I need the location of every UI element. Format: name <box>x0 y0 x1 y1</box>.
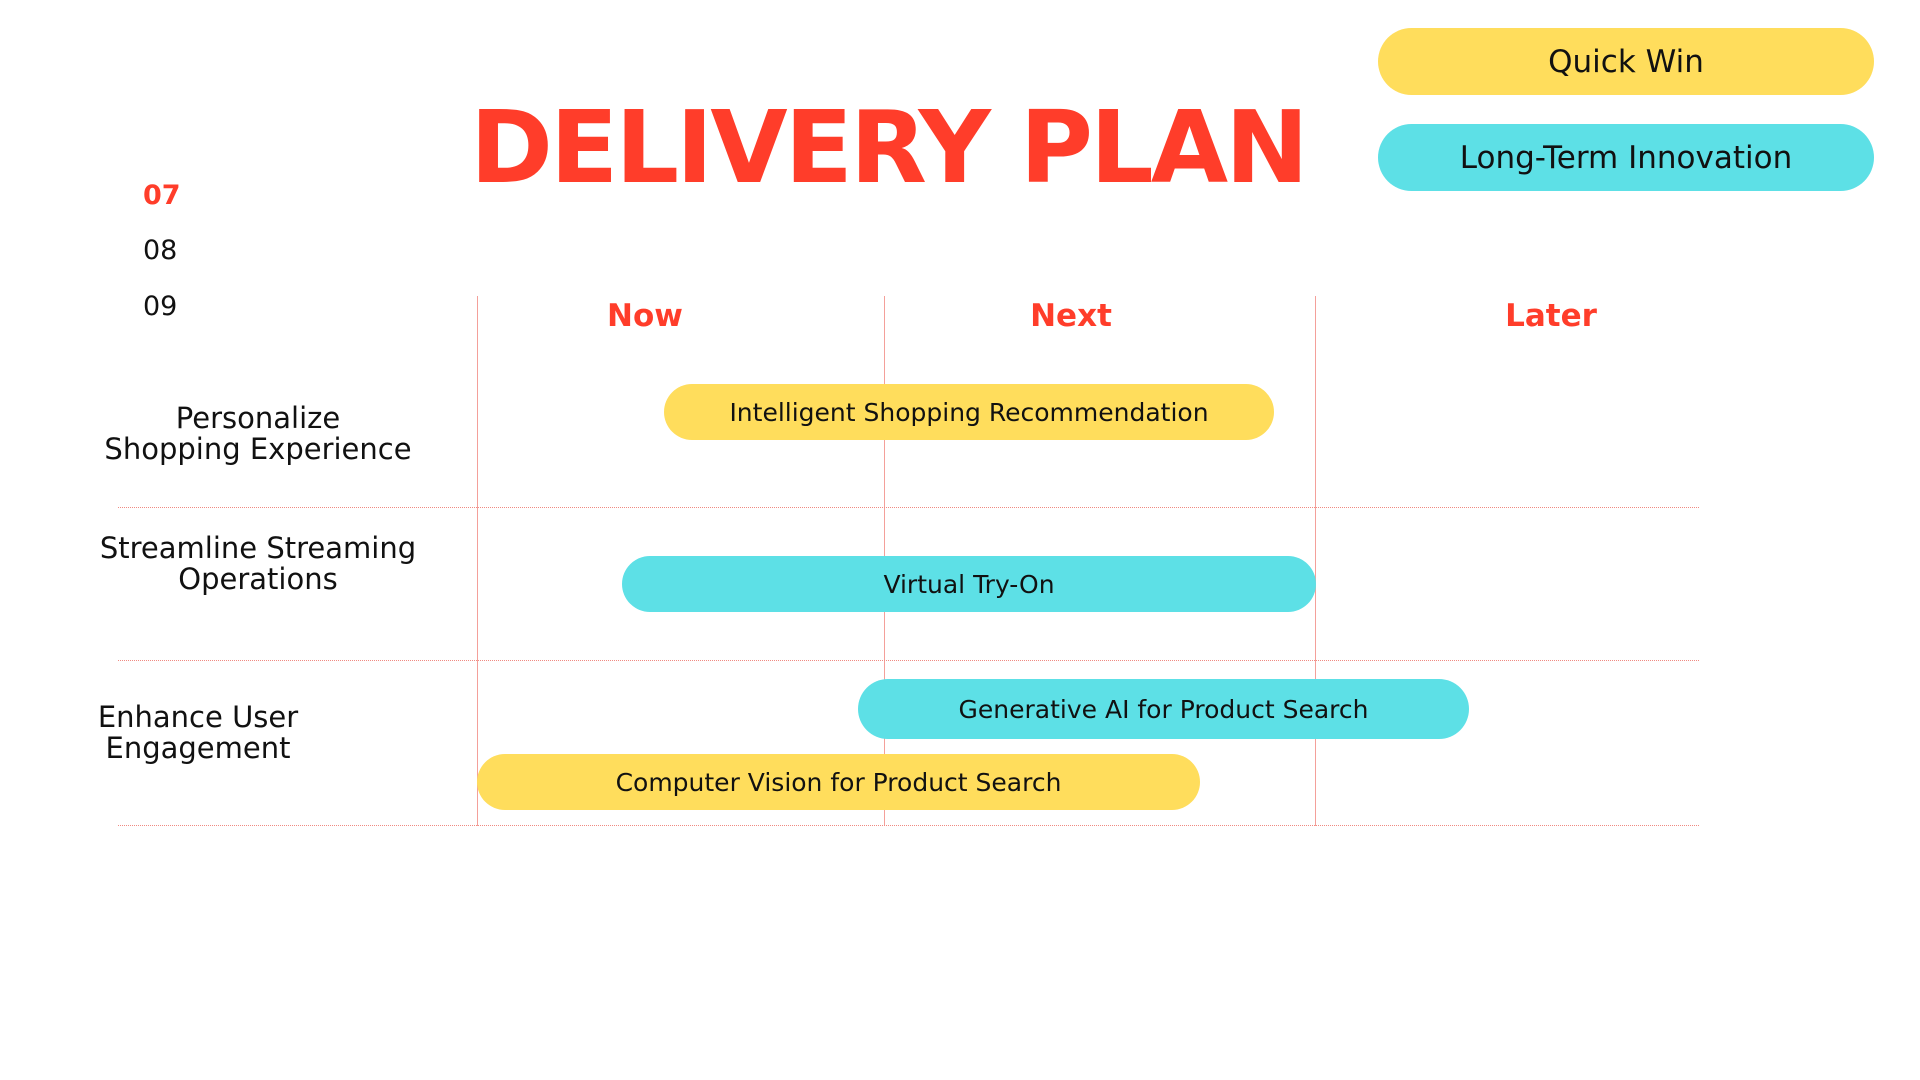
initiative-label: Intelligent Shopping Recommendation <box>729 397 1209 427</box>
row-label-personalize-shopping: Personalize Shopping Experience <box>104 403 411 465</box>
legend-long-term-innovation: Long-Term Innovation <box>1378 124 1874 191</box>
row-label-line: Operations <box>178 562 338 596</box>
phase-next: Next <box>1030 298 1112 334</box>
row-label-line: Shopping Experience <box>104 432 412 466</box>
row-label-line: Streamline Streaming <box>99 531 417 565</box>
row-label-line: Personalize <box>175 401 341 435</box>
phase-divider-later <box>1315 296 1316 826</box>
slide-number-08[interactable]: 08 <box>143 235 178 266</box>
legend-quick-win: Quick Win <box>1378 28 1874 95</box>
row-divider-3 <box>118 825 1699 826</box>
slide-number-07[interactable]: 07 <box>143 180 181 211</box>
page-title: DELIVERY PLAN <box>470 89 1309 206</box>
initiative-generative-ai-product-search[interactable]: Generative AI for Product Search <box>858 679 1469 739</box>
phase-now: Now <box>607 298 683 334</box>
row-label-enhance-engagement: Enhance User Engagement <box>98 702 298 764</box>
initiative-computer-vision-product-search[interactable]: Computer Vision for Product Search <box>477 754 1200 810</box>
initiative-label: Virtual Try-On <box>883 569 1055 599</box>
phase-divider-now <box>477 296 478 826</box>
row-label-line: Engagement <box>105 731 291 765</box>
slide-number-09[interactable]: 09 <box>143 291 178 322</box>
initiative-label: Computer Vision for Product Search <box>615 767 1062 797</box>
initiative-label: Generative AI for Product Search <box>958 694 1369 724</box>
initiative-intelligent-shopping-recommendation[interactable]: Intelligent Shopping Recommendation <box>664 384 1274 440</box>
row-label-streamline-streaming: Streamline Streaming Operations <box>100 533 416 595</box>
row-label-line: Enhance User <box>97 700 299 734</box>
legend-long-term-label: Long-Term Innovation <box>1459 139 1793 176</box>
row-divider-2 <box>118 660 1699 661</box>
phase-later: Later <box>1505 298 1597 334</box>
row-divider-1 <box>118 507 1699 508</box>
legend-quick-win-label: Quick Win <box>1548 43 1704 80</box>
initiative-virtual-try-on[interactable]: Virtual Try-On <box>622 556 1316 612</box>
